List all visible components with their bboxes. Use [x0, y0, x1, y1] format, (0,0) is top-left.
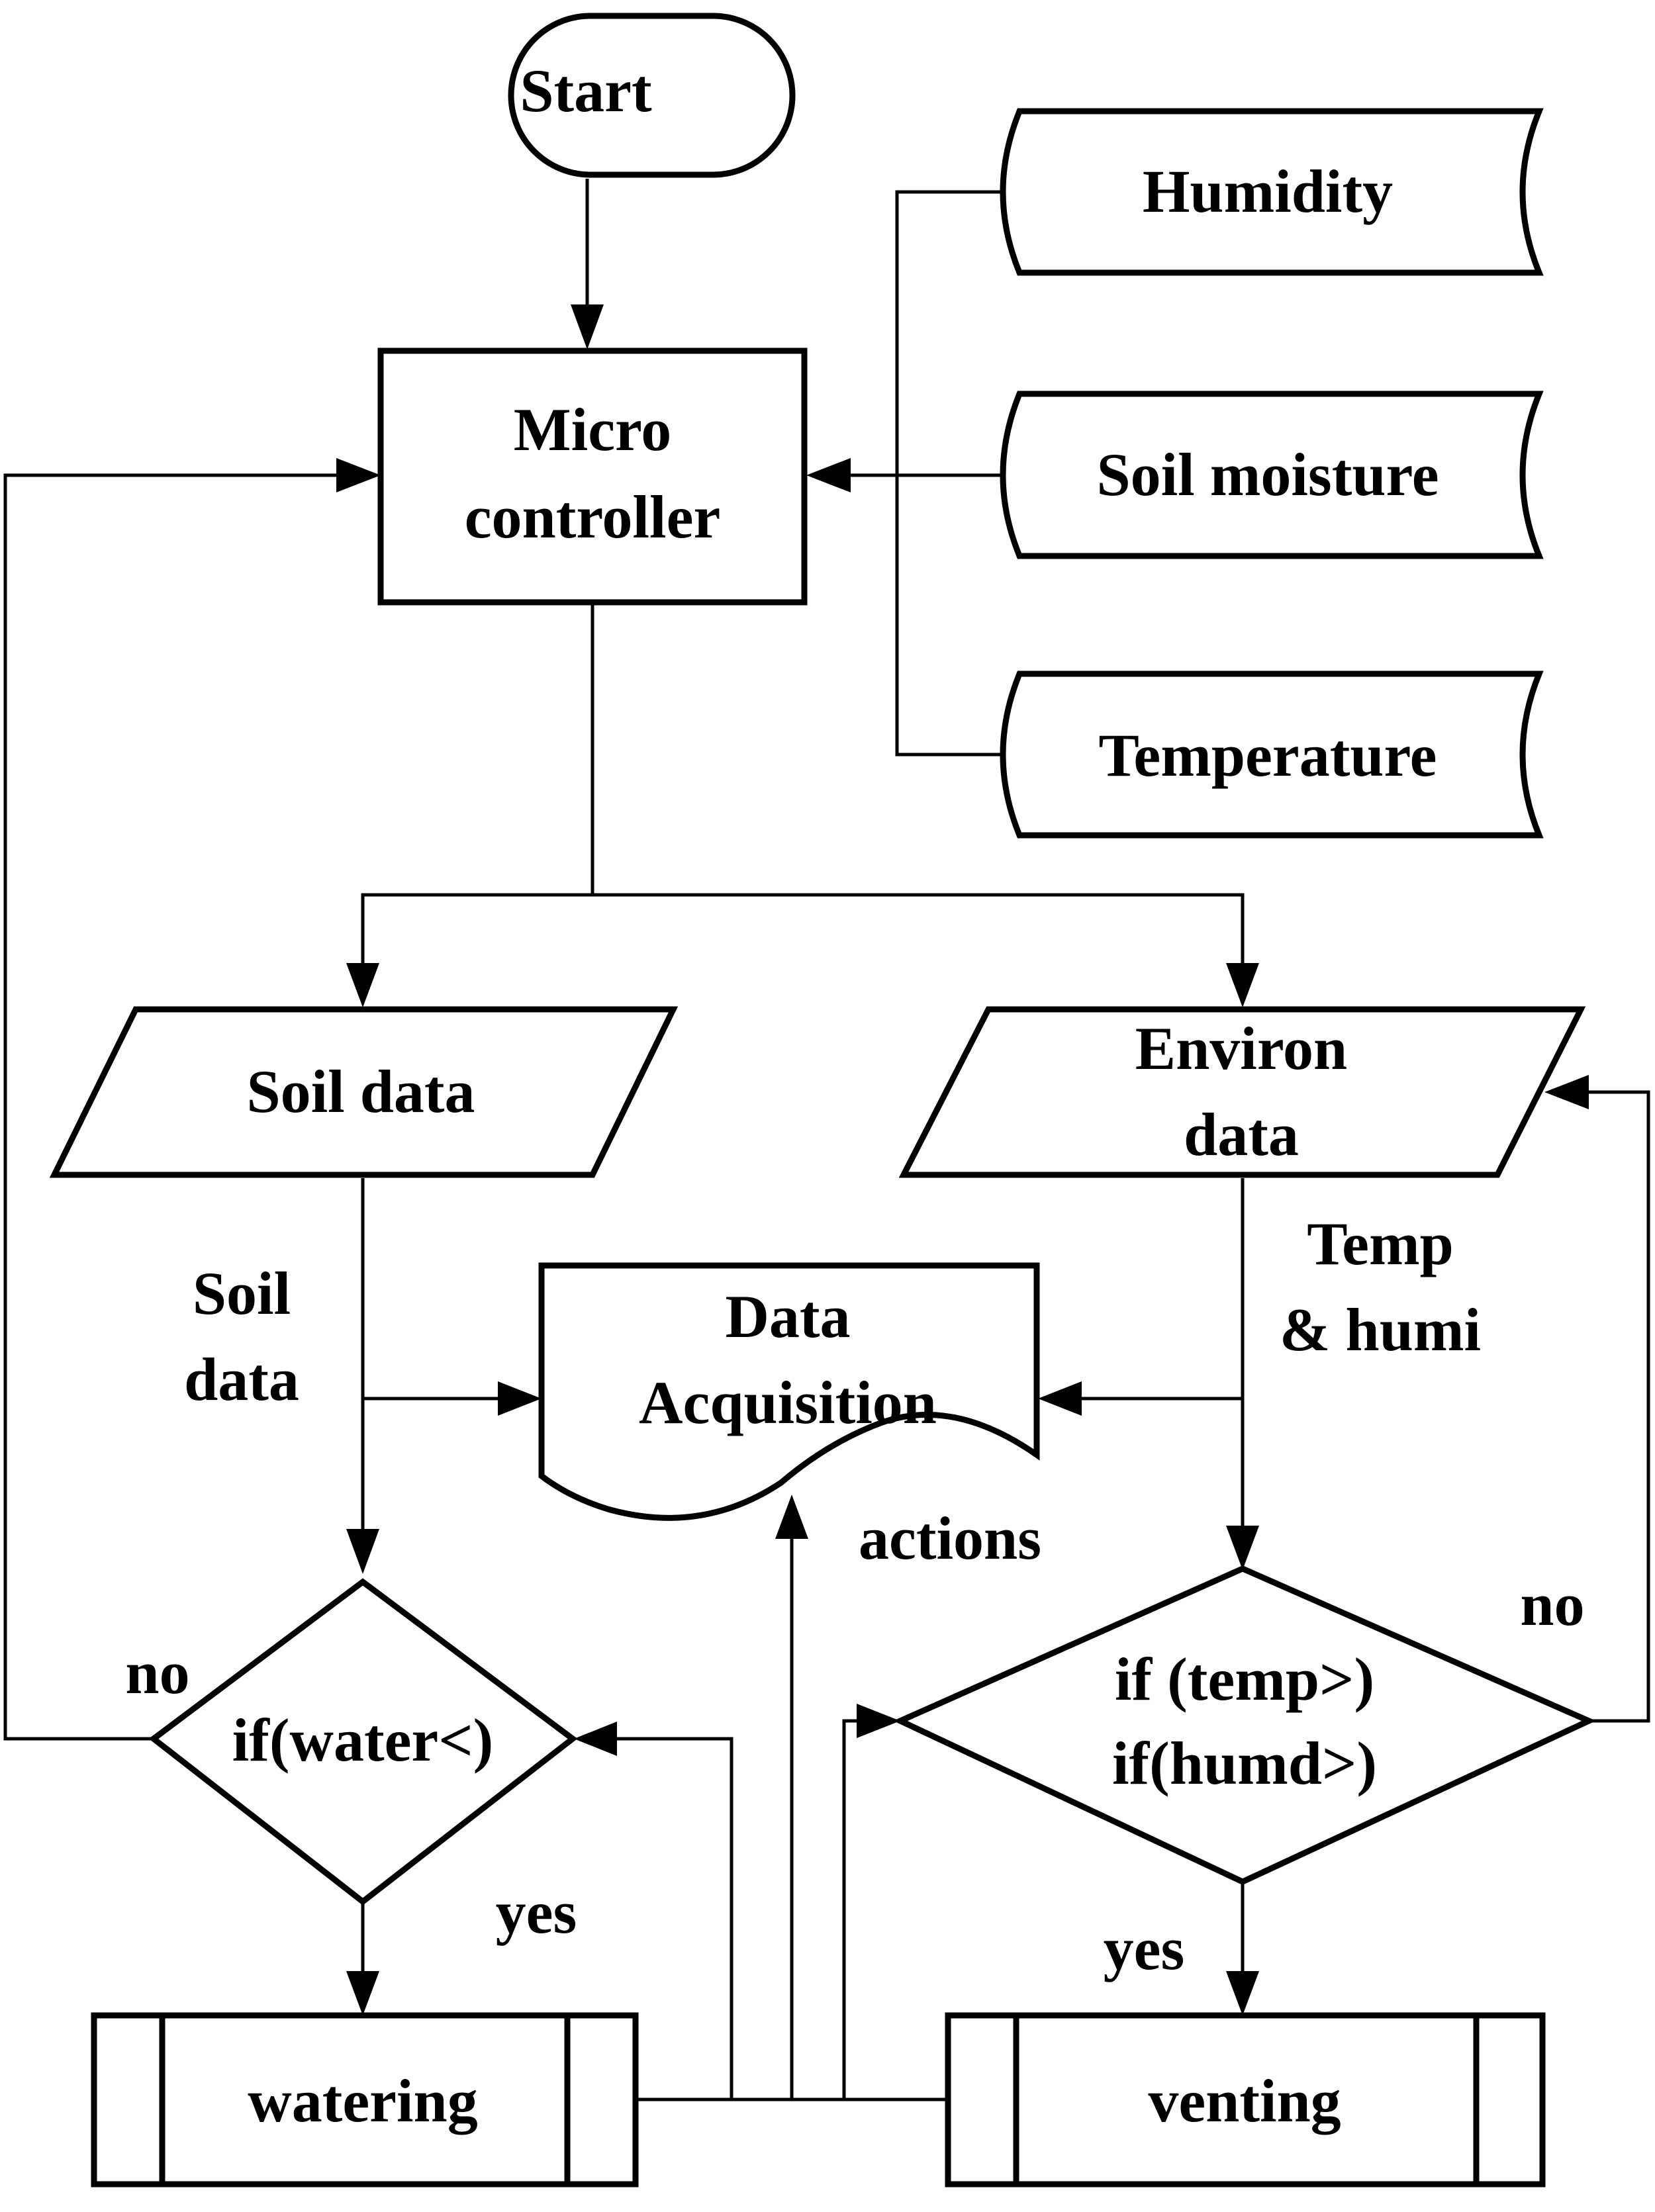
edge-labels: Soil data Temp & humi actions no yes no … — [125, 1210, 1584, 1982]
predefined-process-shape — [91, 2012, 639, 2188]
environ-data-label-line1: Environ — [1135, 1015, 1347, 1082]
water-no-label: no — [125, 1639, 189, 1706]
decision-shape — [893, 1565, 1596, 1885]
soil-data-label: Soil data — [246, 1058, 475, 1125]
node-temperature: Temperature — [1000, 670, 1544, 839]
data-acquisition-label-line2: Acquisition — [639, 1369, 937, 1436]
arrowhead — [1226, 1971, 1259, 2015]
microcontroller-label-line2: controller — [465, 483, 721, 551]
soil-data-edge-label-line2: data — [184, 1346, 299, 1413]
arrowhead — [1544, 1075, 1589, 1109]
node-soil-data: Soil data — [49, 1006, 679, 1178]
arrowhead — [498, 1381, 542, 1416]
humidity-label: Humidity — [1143, 158, 1393, 225]
node-humidity: Humidity — [1000, 108, 1544, 276]
node-environ-data: Environ data — [898, 1006, 1586, 1178]
actions-edge-label: actions — [859, 1504, 1041, 1572]
edge-watering-to-water-decision — [599, 1737, 733, 2099]
edge-water-no-to-microcontroller — [3, 473, 351, 1741]
arrowhead — [1226, 963, 1259, 1007]
temp-no-label: no — [1520, 1571, 1584, 1638]
document-shape — [538, 1262, 1040, 1521]
connectors — [3, 179, 1650, 2101]
decision-shape — [148, 1578, 578, 1906]
environ-data-label-line2: data — [1184, 1101, 1299, 1168]
temp-humi-edge-label-line1: Temp — [1307, 1210, 1454, 1277]
edge-microcontroller-split — [361, 604, 594, 980]
predefined-process-shape — [945, 2012, 1546, 2188]
node-microcontroller: Micro controller — [377, 347, 808, 606]
temperature-label: Temperature — [1098, 721, 1437, 789]
stored-data-shape — [1000, 391, 1544, 559]
arrowhead — [346, 963, 379, 1007]
node-venting: venting — [945, 2012, 1546, 2188]
temp-yes-label: yes — [1104, 1915, 1185, 1982]
edge-venting-to-temp-decision — [842, 1719, 874, 2099]
arrowhead — [336, 458, 381, 492]
arrowhead — [857, 1704, 900, 1738]
node-water-decision: if(water<) — [148, 1578, 578, 1906]
soil-moisture-label: Soil moisture — [1096, 441, 1439, 508]
data-shape — [49, 1006, 679, 1178]
temp-decision-label-line1: if (temp>) — [1115, 1645, 1374, 1713]
edge-temp-no-to-environ — [1572, 1090, 1650, 1723]
data-acquisition-label-line1: Data — [725, 1283, 850, 1350]
arrowhead — [574, 1722, 617, 1756]
node-start: Start — [508, 13, 796, 178]
process-shape — [377, 347, 808, 606]
temp-decision-label-line2: if(humd>) — [1112, 1729, 1377, 1797]
soil-data-edge-label-line1: Soil — [193, 1260, 291, 1327]
terminator-shape — [508, 13, 796, 178]
arrowhead — [1226, 1526, 1259, 1570]
water-decision-label: if(water<) — [232, 1706, 494, 1774]
microcontroller-label-line1: Micro — [514, 396, 671, 463]
arrowhead — [1038, 1381, 1082, 1416]
arrowhead — [806, 458, 851, 492]
node-data-acquisition: Data Acquisition — [538, 1262, 1040, 1521]
node-watering: watering — [91, 2012, 639, 2188]
arrowhead — [571, 304, 604, 349]
water-yes-label: yes — [496, 1878, 577, 1946]
stored-data-shape — [1000, 108, 1544, 276]
stored-data-shape — [1000, 670, 1544, 839]
start-label: Start — [520, 57, 652, 124]
arrowhead — [346, 1971, 379, 2015]
watering-label: watering — [248, 2067, 477, 2135]
temp-humi-edge-label-line2: & humi — [1280, 1296, 1481, 1363]
venting-label: venting — [1148, 2067, 1341, 2135]
arrowhead — [775, 1495, 808, 1539]
arrowhead — [346, 1529, 379, 1574]
edge-microcontroller-to-environ — [592, 893, 1245, 980]
data-shape — [898, 1006, 1586, 1178]
node-temp-decision: if (temp>) if(humd>) — [893, 1565, 1596, 1885]
edge-humidity-bus — [895, 190, 1004, 757]
node-soil-moisture: Soil moisture — [1000, 391, 1544, 559]
